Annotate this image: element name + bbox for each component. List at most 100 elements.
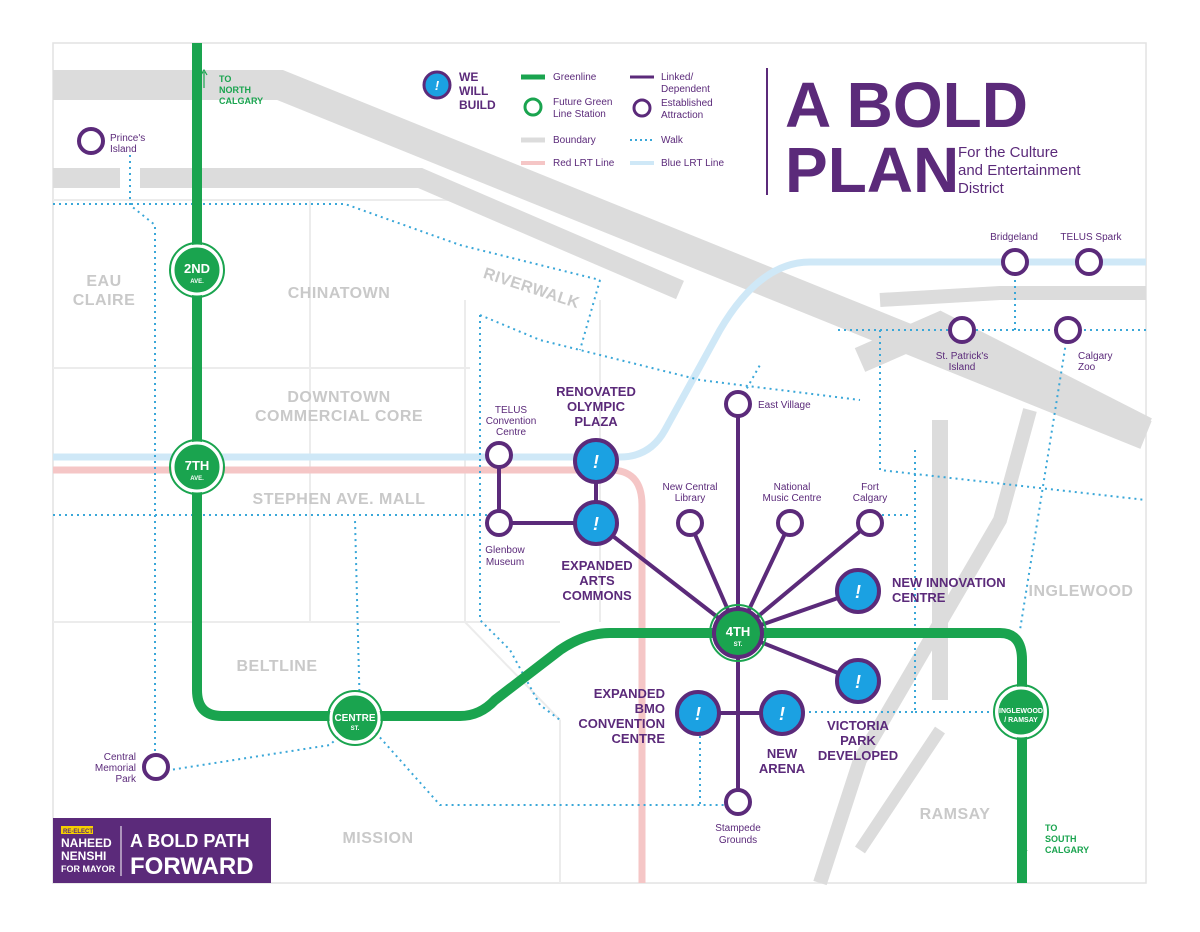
blue-lrt-line [53,258,1146,461]
legend-linked-label-1: Linked/ [661,72,693,83]
north-label-1: TO [219,74,231,84]
arena-label-2: ARENA [759,761,806,776]
bridgeland-label: Bridgeland [990,232,1038,243]
exclamation-icon: ! [779,704,785,724]
princes-island-icon [77,127,105,155]
calgary-zoo-label-1: Calgary [1078,351,1112,362]
map-title: A BOLD PLAN For the Culture and Entertai… [785,69,1081,206]
bmo-label-2: BMO [635,701,665,716]
north-label-2: NORTH [219,85,251,95]
bmo-label-3: CONVENTION [578,716,665,731]
district-ramsay: RAMSAY [920,806,991,823]
legend-build-label-3: BUILD [459,98,496,112]
olympic-plaza-marker: ! [573,438,619,484]
attraction-labels: Prince's Island TELUS Convention Centre … [95,133,1123,846]
district-chinatown: CHINATOWN [288,285,391,302]
boundary-lines [53,70,1152,886]
telus-convention-label-2: Convention [486,416,537,427]
olympic-label-2: OLYMPIC [567,399,626,414]
legend-attraction-label-1: Established [661,98,713,109]
memorial-label-1: Central [104,752,136,763]
legend-build-label-1: WE [459,70,478,84]
station-2nd-name: 2ND [184,261,210,276]
direction-labels: TO NORTH CALGARY TO SOUTH CALGARY [200,68,1089,857]
legend-build-label-2: WILL [459,84,488,98]
campaign-badge: RE-ELECT NAHEED NENSHI FOR MAYOR A BOLD … [53,818,271,883]
east-village-icon [724,390,752,418]
exclamation-icon: ! [695,704,701,724]
badge-name-2: NENSHI [61,849,106,863]
title-line-2: PLAN [785,134,959,206]
title-line-1: A BOLD [785,69,1028,141]
established-attractions [77,127,1103,816]
station-4th-st: 4TH ST. [709,604,767,662]
st-patricks-icon [948,316,976,344]
north-label-3: CALGARY [219,96,263,106]
subtitle-line-3: District [958,180,1005,197]
stampede-label-1: Stampede [715,823,761,834]
calgary-zoo-label-2: Zoo [1078,362,1096,373]
exclamation-icon: ! [593,452,599,472]
station-4th-sub: ST. [734,642,743,648]
arena-label-1: NEW [767,746,798,761]
station-centre-name: CENTRE [334,713,375,724]
arts-label-1: EXPANDED [561,558,632,573]
innovation-centre-marker: ! [835,568,881,614]
victoria-label-3: DEVELOPED [818,748,898,763]
badge-for-mayor: FOR MAYOR [61,864,116,874]
station-7th-sub: AVE. [190,476,204,482]
princes-island-label-1: Prince's [110,133,145,144]
street-grid [53,199,601,883]
legend-blue-lrt-label: Blue LRT Line [661,158,724,169]
telus-spark-icon [1075,248,1103,276]
memorial-label-2: Memorial [95,763,136,774]
glenbow-label-1: Glenbow [485,545,525,556]
east-village-label: East Village [758,400,811,411]
princes-island-label-2: Island [110,144,137,155]
telus-spark-label: TELUS Spark [1060,232,1122,243]
south-label-1: TO [1045,823,1057,833]
arts-label-3: COMMONS [562,588,632,603]
district-mission: MISSION [342,830,413,847]
legend-attraction-label-2: Attraction [661,110,703,121]
exclamation-icon: ! [593,514,599,534]
south-label-3: CALGARY [1045,845,1089,855]
station-inglewood-name: INGLEWOOD [999,708,1043,715]
telus-convention-icon [485,441,513,469]
victoria-park-marker: ! [835,658,881,704]
district-eau-claire-1: EAU [86,273,121,290]
arts-commons-marker: ! [573,500,619,546]
music-centre-label-2: Music Centre [763,493,822,504]
innovation-label-2: CENTRE [892,590,946,605]
glenbow-icon [485,509,513,537]
music-centre-label-1: National [774,482,811,493]
badge-path-2: FORWARD [130,853,254,880]
district-downtown-2: COMMERCIAL CORE [255,408,423,425]
bridgeland-icon [1001,248,1029,276]
greenline [192,43,1027,883]
fort-calgary-label-1: Fort [861,482,879,493]
legend-attraction-icon [632,98,652,118]
legend-greenline-label: Greenline [553,72,597,83]
legend-station-icon [523,97,543,117]
telus-convention-label-3: Centre [496,427,526,438]
library-label-2: Library [675,493,706,504]
district-eau-claire-2: CLAIRE [73,292,136,309]
music-centre-icon [776,509,804,537]
new-arena-marker: ! [759,690,805,736]
telus-convention-label-1: TELUS [495,405,528,416]
station-centre-st: CENTRE ST. [327,690,383,746]
station-centre-sub: ST. [351,726,360,732]
legend-walk-label: Walk [661,135,684,146]
station-inglewood-sub: / RAMSAY [1004,717,1038,724]
fort-calgary-icon [856,509,884,537]
station-2nd-ave: 2ND AVE. [169,242,225,298]
bmo-label-4: CENTRE [612,731,666,746]
arts-label-2: ARTS [579,573,615,588]
stampede-icon [724,788,752,816]
legend-build-glyph: ! [435,78,440,93]
badge-name-1: NAHEED [61,836,112,850]
district-beltline: BELTLINE [236,658,317,675]
library-label-1: New Central [662,482,717,493]
